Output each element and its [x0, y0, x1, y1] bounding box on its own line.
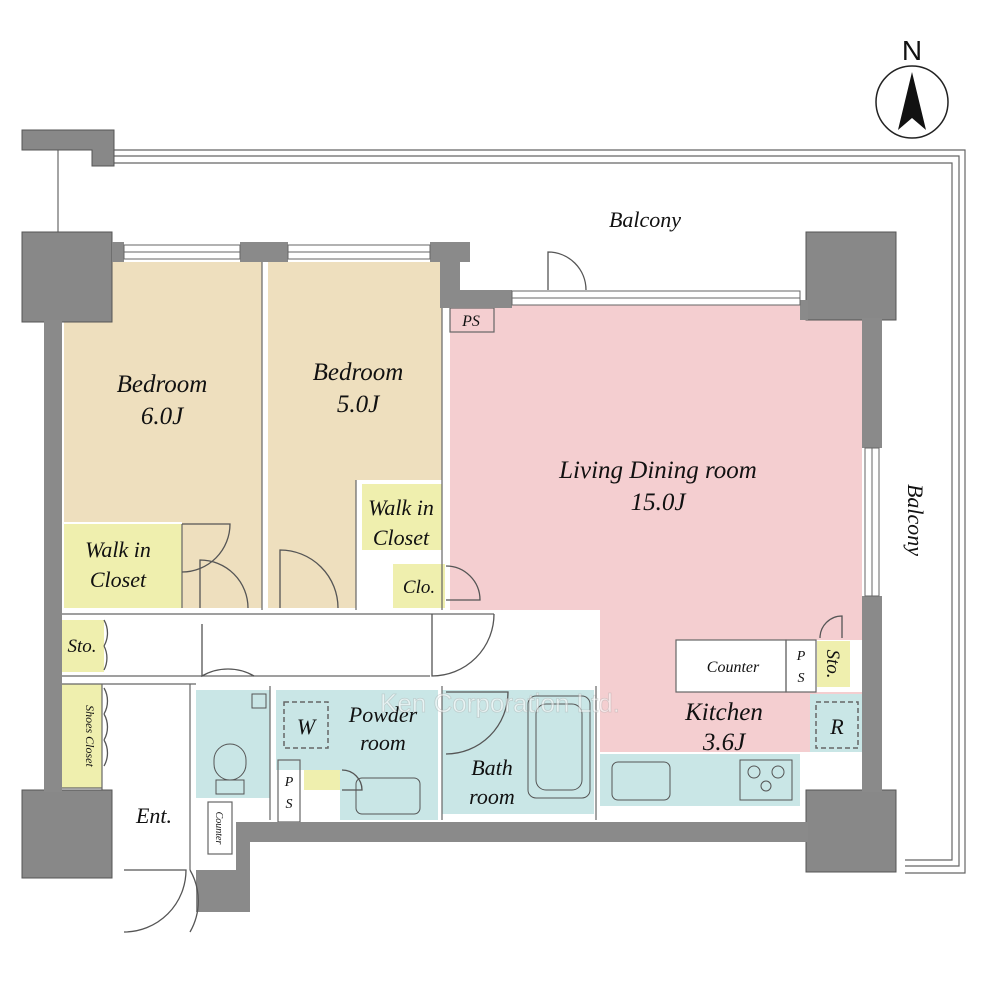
kitchen-size: 3.6J [702, 729, 747, 756]
bath-room-line2: room [469, 784, 515, 809]
partitions [62, 262, 817, 870]
column-top-left [21, 129, 115, 167]
entrance-label: Ent. [135, 803, 172, 828]
toilet-fixture [213, 693, 267, 795]
bath-room-floor [442, 690, 594, 814]
living-dining-size: 15.0J [631, 489, 688, 516]
north-arrow-icon [898, 72, 926, 130]
stove [739, 759, 793, 801]
kitchen-counter-sink [600, 754, 800, 806]
walk-in-closet-2-line2: Closet [373, 525, 430, 550]
bedroom-1-name: Bedroom [117, 371, 208, 398]
bathtub [527, 695, 591, 799]
washer-label: W [297, 714, 317, 739]
counter-kitchen-label: Counter [707, 659, 760, 676]
walk-in-closet-1-line1: Walk in [85, 537, 151, 562]
fixtures [213, 693, 859, 815]
storage-kitchen-label: Sto. [822, 649, 843, 678]
bath-room-line1: Bath [471, 755, 513, 780]
washer-space [280, 697, 330, 752]
north-compass: N [875, 35, 949, 139]
powder-room-line2: room [360, 730, 406, 755]
storage-kitchen-floor [817, 641, 850, 687]
ps-powder-p: P [284, 775, 294, 790]
room-fills [62, 262, 865, 820]
watermark: Ken Corporation Ltd. [380, 688, 620, 718]
labels: Balcony Balcony Bedroom 6.0J Bedroom 5.0… [67, 207, 928, 844]
closet-label: Clo. [403, 577, 435, 598]
compass-north-label: N [902, 35, 922, 66]
kitchen-floor [600, 640, 865, 752]
column-right-upper [805, 231, 897, 321]
ps-top-label: PS [461, 313, 480, 330]
ps-kitchen-p: P [796, 649, 806, 664]
living-dining-name: Living Dining room [558, 457, 757, 484]
column-left-lower [21, 789, 113, 879]
column-left-upper [21, 231, 113, 323]
powder-room-line1: Powder [348, 702, 418, 727]
storage-hall-label: Sto. [67, 636, 96, 657]
living-dining-floor [450, 300, 865, 752]
storage-hall-floor [62, 620, 104, 672]
doors [103, 251, 843, 933]
walk-in-closet-2-line1: Walk in [368, 495, 434, 520]
bedroom-2-floor-lower [268, 480, 356, 608]
bedroom-2-floor [268, 262, 442, 480]
refrigerator-space [810, 694, 862, 752]
bedroom-2-size: 5.0J [337, 391, 381, 418]
balcony-railing [57, 149, 966, 874]
kitchen-name: Kitchen [684, 699, 763, 726]
walk-in-closet-1-floor [64, 524, 182, 608]
column-right-lower [805, 789, 897, 873]
shoes-closet-floor [62, 684, 102, 788]
counter-entrance-label: Counter [213, 812, 224, 845]
ps-powder-s: S [286, 797, 293, 812]
kitchen-sink [611, 761, 671, 801]
windows [123, 244, 880, 597]
bedroom-2-name: Bedroom [313, 359, 404, 386]
walls [21, 129, 897, 912]
balcony-top-label: Balcony [609, 207, 681, 232]
ps-kitchen-s: S [798, 671, 805, 686]
balcony-right-label: Balcony [903, 484, 928, 556]
walk-in-closet-2-floor [362, 484, 442, 550]
refrigerator-label: R [829, 714, 844, 739]
shoes-closet-label: Shoes Closet [83, 705, 97, 767]
walk-in-closet-1-line2: Closet [90, 567, 147, 592]
bedroom-1-size: 6.0J [141, 403, 185, 430]
closet-floor [393, 564, 445, 608]
